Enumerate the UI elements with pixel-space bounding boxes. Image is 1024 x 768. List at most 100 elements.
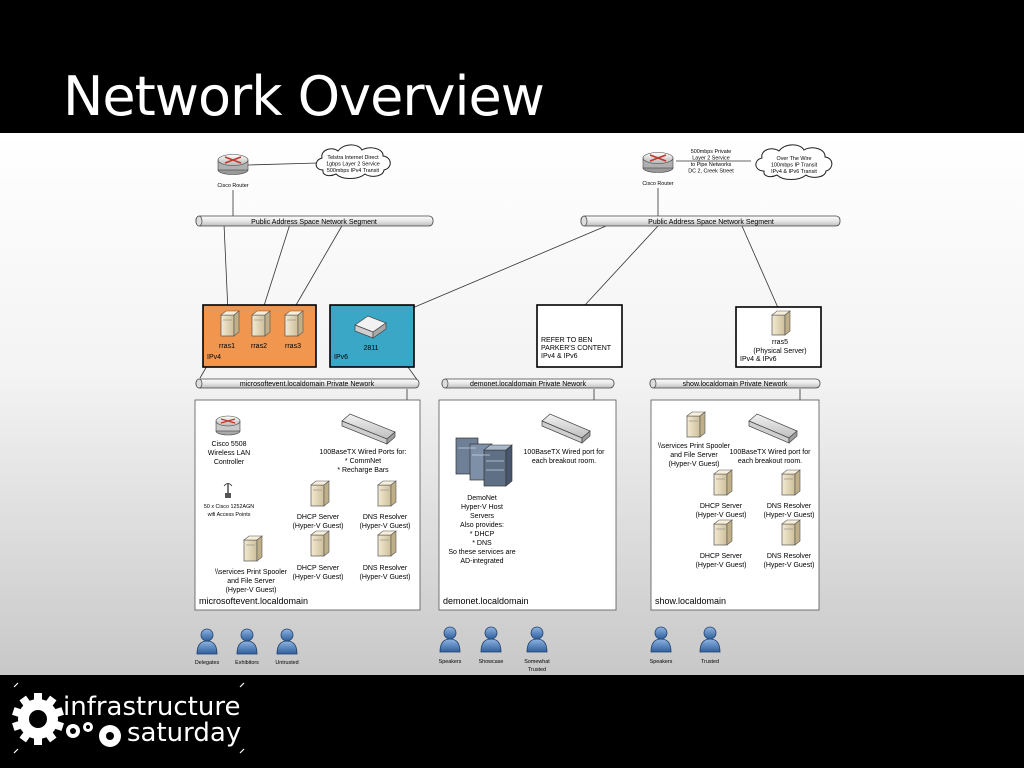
ms-dhcp1-line1: DHCP Server bbox=[297, 514, 340, 521]
infrastructure-saturday-logo: infrastructure saturday bbox=[12, 682, 245, 754]
show-dhcp2-line2: (Hyper-V Guest) bbox=[696, 562, 747, 569]
demonet-hosts-line5: * DHCP bbox=[470, 531, 495, 538]
ap-line1: 50 x Cisco 1252AGN bbox=[204, 504, 254, 510]
cloud-left-line2: 1gbps Layer 2 Service bbox=[326, 162, 380, 168]
refer-line1: REFER TO BEN bbox=[541, 337, 592, 344]
hyperv-host-servers-icon bbox=[455, 437, 513, 487]
rras3-server-icon bbox=[284, 310, 304, 337]
slide-title: Network Overview bbox=[63, 65, 545, 128]
wlc-line1: Cisco 5508 bbox=[211, 441, 246, 448]
show-dhcp1-line1: DHCP Server bbox=[700, 503, 743, 510]
router-right: Cisco Router bbox=[642, 152, 674, 187]
user-icon-exhibitors bbox=[236, 628, 258, 655]
demonet-hosts-line3: Servers bbox=[470, 513, 495, 520]
rras5-label: IPv4 & IPv6 bbox=[740, 356, 777, 363]
ms-dhcp2-line2: (Hyper-V Guest) bbox=[293, 574, 344, 581]
rras5-server-icon bbox=[771, 310, 791, 336]
user-label-speakers-demonet: Speakers bbox=[439, 659, 462, 665]
user-icon-trusted bbox=[699, 626, 721, 653]
ms-dhcp1-server-icon bbox=[310, 480, 330, 507]
ms-ports-line1: 100BaseTX Wired Ports for: bbox=[319, 449, 406, 456]
show-dns1-line2: (Hyper-V Guest) bbox=[764, 512, 815, 519]
user-label-trusted: Trusted bbox=[701, 659, 719, 665]
show-dhcp1-line2: (Hyper-V Guest) bbox=[696, 512, 747, 519]
refer-line2: PARKER'S CONTENT bbox=[541, 345, 612, 352]
router-right-note: 500mbps Private Layer 2 Service to Pipe … bbox=[688, 149, 734, 175]
title-bar: Network Overview bbox=[0, 0, 1024, 133]
ms-print-server-icon bbox=[243, 535, 263, 562]
wlc-line3: Controller bbox=[214, 459, 245, 466]
show-dns2-line2: (Hyper-V Guest) bbox=[764, 562, 815, 569]
router-right-label: Cisco Router bbox=[642, 181, 673, 187]
router-2811-icon bbox=[354, 315, 387, 339]
public-segment-left-label: Public Address Space Network Segment bbox=[251, 219, 377, 226]
ipv6-box: 2811 IPv6 bbox=[329, 304, 415, 368]
demonet-hosts-line2: Hyper-V Host bbox=[461, 504, 503, 511]
rras2-server-icon bbox=[251, 310, 271, 337]
user-icons bbox=[196, 626, 721, 655]
switch-show-icon bbox=[748, 413, 798, 444]
footer: infrastructure saturday bbox=[0, 675, 1024, 768]
refer-box: REFER TO BEN PARKER'S CONTENT IPv4 & IPv… bbox=[536, 304, 623, 368]
private-segment-show: show.localdomain Private Nework bbox=[649, 378, 821, 389]
demonet-hosts-line8: AD-integrated bbox=[460, 558, 503, 565]
cloud-right-line3: IPv4 & IPv6 Transit bbox=[771, 169, 817, 175]
router-left-label: Cisco Router bbox=[217, 183, 248, 189]
rras5-sub: (Physical Server) bbox=[753, 348, 806, 355]
user-label-untrusted: Untrusted bbox=[275, 660, 298, 666]
refer-line3: IPv4 & IPv6 bbox=[541, 353, 578, 360]
demonet-hosts-line1: DemoNet bbox=[467, 495, 497, 502]
ms-dns2-line2: (Hyper-V Guest) bbox=[360, 574, 411, 581]
ipv6-label: IPv6 bbox=[334, 354, 348, 361]
ms-print-line3: (Hyper-V Guest) bbox=[226, 587, 277, 594]
ap-line2: wifi Access Points bbox=[207, 512, 251, 518]
rras1-label: rras1 bbox=[219, 343, 235, 350]
ipv4-box: IPv4 r bbox=[202, 304, 317, 368]
show-dns2-line1: DNS Resolver bbox=[767, 553, 812, 560]
show-dns2-server-icon bbox=[781, 519, 801, 546]
cloud-left-line3: 500mbps IPv4 Transit bbox=[327, 168, 380, 174]
rras5-box: rras5 (Physical Server) IPv4 & IPv6 bbox=[735, 306, 822, 368]
rras1-server-icon bbox=[220, 310, 240, 337]
show-dhcp2-server-icon bbox=[713, 519, 733, 546]
access-point-icon bbox=[223, 483, 233, 498]
user-label-delegates: Delegates bbox=[195, 660, 220, 666]
ms-dns1-line2: (Hyper-V Guest) bbox=[360, 523, 411, 530]
private-segment-msevent-label: microsoftevent.localdomain Private Newor… bbox=[240, 381, 375, 388]
cloud-left-line1: Telstra Internet Direct bbox=[327, 155, 379, 161]
ms-ports-line3: * Recharge Bars bbox=[337, 467, 389, 474]
private-segment-msevent: microsoftevent.localdomain Private Newor… bbox=[195, 378, 420, 389]
router-right-note-3: to Pipe Networks bbox=[691, 162, 732, 168]
ms-dns2-server-icon bbox=[377, 530, 397, 557]
ms-dhcp1-line2: (Hyper-V Guest) bbox=[293, 523, 344, 530]
show-print-line1: \\services Print Spooler bbox=[658, 443, 731, 450]
demonet-ports-line2: each breakout room. bbox=[532, 458, 596, 465]
ms-dhcp2-line1: DHCP Server bbox=[297, 565, 340, 572]
demonet-ports-line1: 100BaseTX Wired port for bbox=[524, 449, 606, 456]
user-label-speakers-show: Speakers bbox=[650, 659, 673, 665]
cloud-right-line2: 100mbps IP Transit bbox=[771, 163, 818, 169]
wlc-line2: Wireless LAN bbox=[208, 450, 250, 457]
ms-dns2-line1: DNS Resolver bbox=[363, 565, 408, 572]
domain-demonet-name: demonet.localdomain bbox=[443, 596, 529, 606]
rras5-name: rras5 bbox=[772, 339, 788, 346]
user-icon-untrusted bbox=[276, 628, 298, 655]
user-icon-somewhat-trusted bbox=[526, 626, 548, 653]
user-icon-speakers-demonet bbox=[439, 626, 461, 653]
demonet-hosts-line7: So these services are bbox=[448, 549, 515, 556]
domain-msevent-name: microsoftevent.localdomain bbox=[199, 596, 308, 606]
show-dhcp2-line1: DHCP Server bbox=[700, 553, 743, 560]
show-print-server-icon bbox=[686, 411, 706, 438]
user-label-showcase: Showcase bbox=[479, 659, 504, 665]
public-segment-right: Public Address Space Network Segment bbox=[580, 215, 841, 227]
logo-line2: saturday bbox=[127, 718, 241, 748]
public-segment-left: Public Address Space Network Segment bbox=[195, 215, 434, 227]
user-icon-delegates bbox=[196, 628, 218, 655]
domain-show-name: show.localdomain bbox=[655, 596, 726, 606]
user-icon-speakers-show bbox=[650, 626, 672, 653]
switch-msevent-icon bbox=[341, 413, 396, 445]
demonet-hosts-line6: * DNS bbox=[472, 540, 492, 547]
ms-dns1-line1: DNS Resolver bbox=[363, 514, 408, 521]
rras3-label: rras3 bbox=[285, 343, 301, 350]
